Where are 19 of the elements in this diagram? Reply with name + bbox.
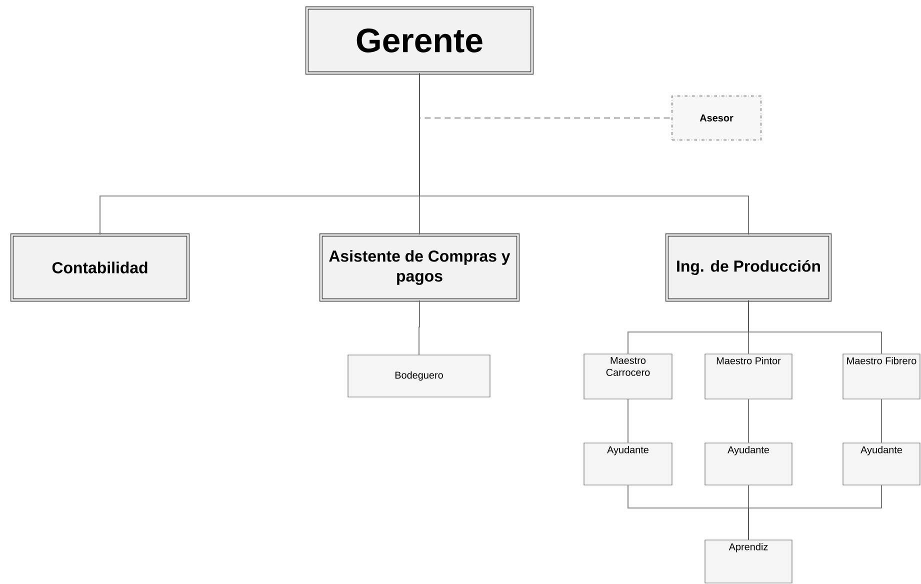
manager-box: Gerente	[305, 6, 534, 75]
connector-line	[419, 73, 749, 235]
department-box: Ing. de Producción	[665, 233, 832, 302]
role-box: Maestro Carrocero	[584, 354, 672, 400]
connector-line	[748, 484, 882, 540]
role-box: Maestro Pintor	[704, 354, 792, 400]
role-box: Aprendiz	[704, 540, 792, 584]
advisor-box: Asesor	[672, 96, 762, 140]
connector-line	[748, 300, 882, 354]
connector-line	[881, 398, 882, 444]
connector-line	[418, 300, 420, 356]
role-box: Bodeguero	[348, 354, 490, 398]
department-box: Asistente de Compras y pagos	[319, 233, 520, 302]
role-box: Ayudante	[704, 442, 792, 486]
department-box: Contabilidad	[10, 233, 190, 302]
connector-line	[748, 398, 749, 444]
role-box: Maestro Fibrero	[842, 354, 920, 400]
role-box: Ayudante	[584, 442, 672, 486]
role-box: Ayudante	[842, 442, 920, 486]
